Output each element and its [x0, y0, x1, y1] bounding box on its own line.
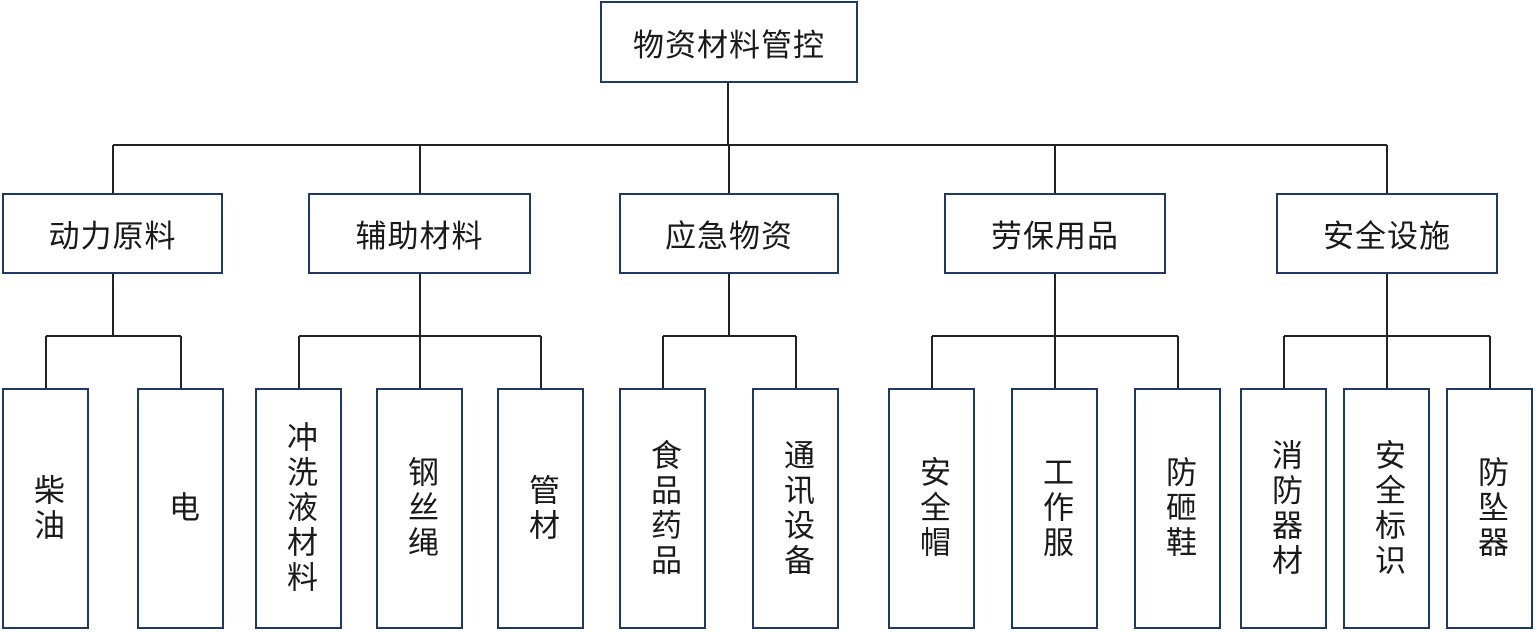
leaf-node: 管材 — [497, 388, 584, 629]
leaf-node: 安全帽 — [888, 388, 975, 629]
leaf-label: 钢丝绳 — [402, 456, 438, 561]
category-label: 动力原料 — [48, 219, 177, 255]
leaf-node: 防坠器 — [1446, 388, 1533, 629]
leaf-label: 冲洗液材料 — [281, 421, 317, 596]
leaf-label: 食品药品 — [645, 438, 681, 579]
category-node: 安全设施 — [1276, 193, 1498, 274]
leaf-label: 管材 — [523, 473, 559, 544]
category-label: 安全设施 — [1323, 219, 1451, 255]
leaf-label: 工作服 — [1037, 456, 1073, 561]
leaf-node: 防砸鞋 — [1134, 388, 1221, 629]
leaf-node: 安全标识 — [1343, 388, 1430, 629]
leaf-label: 电 — [163, 491, 199, 526]
category-node: 辅助材料 — [308, 193, 531, 274]
leaf-label: 柴油 — [28, 473, 64, 544]
leaf-node: 钢丝绳 — [376, 388, 463, 629]
category-label: 辅助材料 — [355, 219, 484, 255]
category-label: 应急物资 — [665, 219, 793, 255]
category-node: 劳保用品 — [944, 193, 1166, 274]
leaf-node: 消防器材 — [1240, 388, 1327, 629]
leaf-node: 冲洗液材料 — [255, 388, 342, 629]
root-label: 物资材料管控 — [633, 27, 825, 64]
category-node: 应急物资 — [619, 193, 839, 274]
category-node: 动力原料 — [2, 193, 223, 274]
leaf-node: 通讯设备 — [752, 388, 839, 629]
leaf-label: 防砸鞋 — [1160, 456, 1196, 561]
leaf-label: 防坠器 — [1472, 456, 1508, 561]
leaf-node: 食品药品 — [619, 388, 706, 629]
leaf-label: 安全标识 — [1369, 438, 1405, 579]
leaf-label: 消防器材 — [1266, 438, 1302, 579]
leaf-label: 通讯设备 — [778, 438, 814, 579]
leaf-node: 工作服 — [1011, 388, 1098, 629]
root-node: 物资材料管控 — [600, 1, 858, 83]
leaf-node: 电 — [137, 388, 224, 629]
category-label: 劳保用品 — [991, 219, 1119, 255]
leaf-node: 柴油 — [2, 388, 89, 629]
leaf-label: 安全帽 — [914, 456, 950, 561]
